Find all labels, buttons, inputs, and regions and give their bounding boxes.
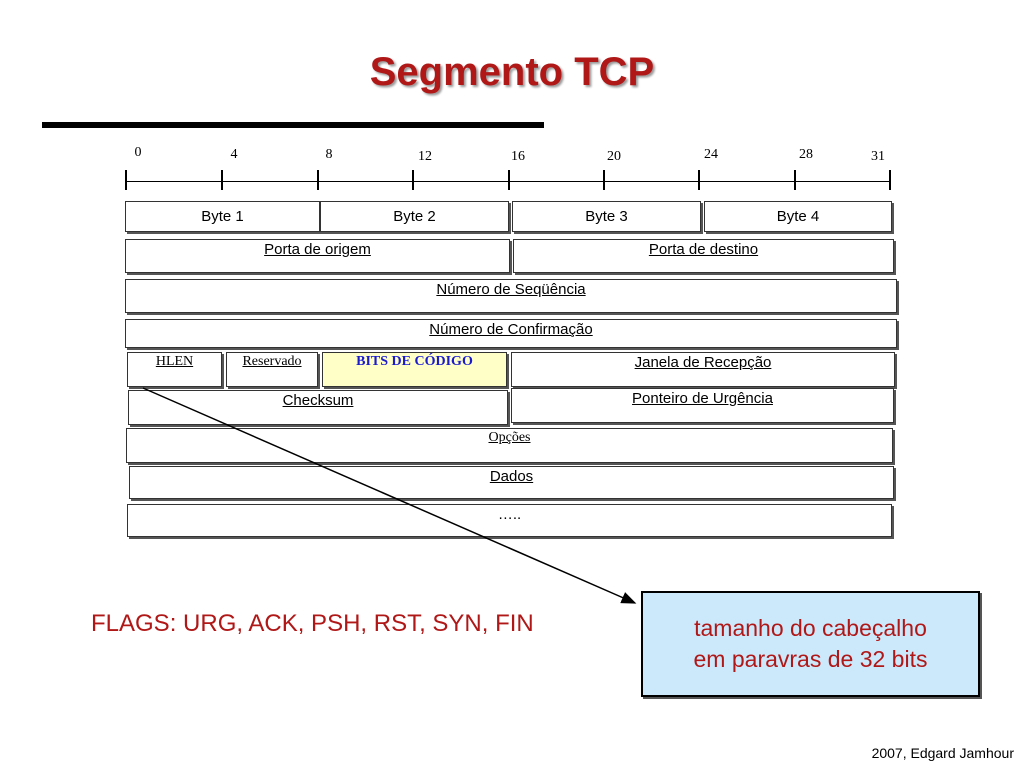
hlen-field: HLEN [127, 352, 222, 387]
janela-recepcao-label: Janela de Recepção [634, 354, 772, 371]
ruler-tick [603, 170, 605, 190]
callout-line-2: em paravras de 32 bits [693, 646, 928, 672]
tick-label-31: 31 [871, 149, 885, 164]
byte-2-label: Byte 2 [393, 208, 436, 225]
opcoes-label: Opções [488, 430, 531, 445]
title-underline [42, 122, 544, 128]
ruler-tick [412, 170, 414, 190]
tick-label-28: 28 [799, 147, 813, 162]
ponteiro-urgencia-label: Ponteiro de Urgência [632, 390, 773, 407]
numero-sequencia-label: Número de Seqüência [436, 281, 586, 298]
ruler-tick [125, 170, 127, 190]
checksum-field: Checksum [128, 390, 508, 425]
ruler-tick [794, 170, 796, 190]
checksum-label: Checksum [282, 392, 354, 409]
dados-label: Dados [489, 468, 534, 485]
tick-label-4: 4 [230, 147, 238, 162]
ruler-tick [221, 170, 223, 190]
tick-label-12: 12 [418, 149, 432, 164]
ruler-tick [889, 170, 891, 190]
byte-1-cell: Byte 1 [125, 201, 320, 232]
tick-label-0: 0 [134, 145, 142, 160]
hlen-callout-box: tamanho do cabeçalho em paravras de 32 b… [641, 591, 980, 697]
numero-sequencia-field: Número de Seqüência [125, 279, 897, 313]
ponteiro-urgencia-field: Ponteiro de Urgência [511, 388, 894, 423]
janela-recepcao-field: Janela de Recepção [511, 352, 895, 387]
byte-3-cell: Byte 3 [512, 201, 701, 232]
footer-credit: 2007, Edgard Jamhour [871, 745, 1014, 761]
ruler-tick [317, 170, 319, 190]
porta-destino-label: Porta de destino [648, 241, 759, 258]
byte-4-label: Byte 4 [776, 208, 820, 225]
reticencias-label: ….. [497, 506, 522, 523]
tick-label-16: 16 [511, 149, 525, 164]
reticencias-field: ….. [127, 504, 892, 537]
porta-destino-field: Porta de destino [513, 239, 894, 273]
ruler-tick [698, 170, 700, 190]
tick-label-8: 8 [325, 147, 333, 162]
numero-confirmacao-field: Número de Confirmação [125, 319, 897, 348]
flags-caption: FLAGS: URG, ACK, PSH, RST, SYN, FIN [91, 610, 534, 637]
opcoes-field: Opções [126, 428, 893, 463]
reservado-label: Reservado [242, 354, 302, 369]
bits-codigo-field: BITS DE CÓDIGO [322, 352, 507, 387]
tick-label-20: 20 [607, 149, 621, 164]
ruler-tick [508, 170, 510, 190]
hlen-label: HLEN [155, 354, 194, 369]
reservado-field: Reservado [226, 352, 318, 387]
byte-2-cell: Byte 2 [320, 201, 509, 232]
bits-codigo-label: BITS DE CÓDIGO [356, 354, 473, 369]
porta-origem-label: Porta de origem [264, 241, 371, 258]
numero-confirmacao-label: Número de Confirmação [429, 321, 593, 338]
callout-line-1: tamanho do cabeçalho [694, 615, 927, 641]
byte-4-cell: Byte 4 [704, 201, 892, 232]
porta-origem-field: Porta de origem [125, 239, 510, 273]
slide-title: Segmento TCP [369, 50, 655, 94]
byte-1-label: Byte 1 [201, 208, 244, 225]
dados-field: Dados [129, 466, 894, 499]
tick-label-24: 24 [704, 147, 718, 162]
byte-3-label: Byte 3 [585, 208, 628, 225]
